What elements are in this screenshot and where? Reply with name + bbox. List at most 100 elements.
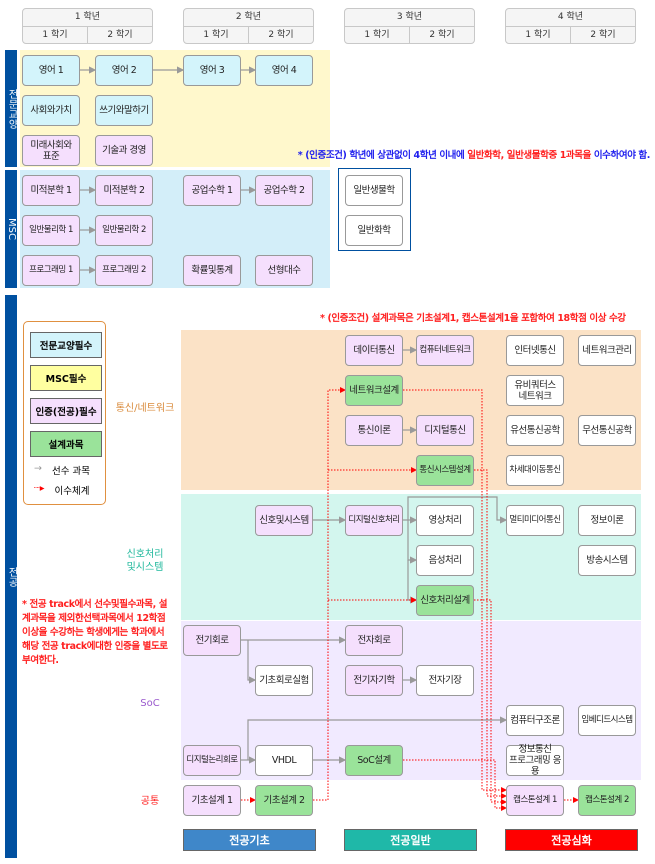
course-chem[interactable]: 일반화학 (345, 215, 403, 246)
course-sigsys[interactable]: 신호및시스템 (255, 505, 313, 536)
semester-label: 1 학기 (345, 27, 410, 44)
year-label: 3 학년 (345, 9, 474, 27)
prereq-arrow (247, 640, 257, 684)
course-wireless[interactable]: 무선통신공학 (578, 415, 636, 446)
track-certification-note: * 전공 track에서 선수및필수과목, 설계과목을 제외한선택과목에서 12… (22, 599, 168, 666)
course-techmgmt[interactable]: 기술과 경영 (95, 135, 153, 166)
course-prob[interactable]: 확률및통계 (183, 255, 241, 286)
science-elective-group (338, 168, 411, 251)
msc-condition-note: * (인증조건) 학년에 상관없이 4학년 이내에 일반화학, 일반생물학중 1… (297, 147, 651, 161)
course-nextgen[interactable]: 차세대이동통신 (506, 455, 564, 486)
course-circuitlab[interactable]: 기초회로실험 (255, 665, 313, 696)
category-basic: 전공기초 (183, 829, 316, 851)
course-calc2[interactable]: 미적분학 2 (95, 175, 153, 206)
course-design1[interactable]: 기초설계 1 (183, 785, 241, 816)
course-internet[interactable]: 인터넷통신 (506, 335, 564, 366)
course-bio[interactable]: 일반생물학 (345, 175, 403, 206)
semester-label: 1 학기 (506, 27, 571, 44)
legend-prereq: → 선수 과목 (34, 463, 90, 477)
legend-msc-required: MSC필수 (30, 365, 102, 391)
category-advanced: 전공심화 (505, 829, 638, 851)
semester-label: 2 학기 (590, 30, 616, 40)
course-eng3[interactable]: 영어 3 (183, 55, 241, 86)
course-commsysdesign[interactable]: 통신시스템설계 (416, 455, 474, 486)
legend-major-required: 인증(전공)필수 (30, 398, 102, 424)
note-text: 이수하여야 함. (590, 150, 651, 161)
course-capstone1[interactable]: 캡스톤설계 1 (506, 785, 564, 816)
track-signal: 신호처리 및시스템 (126, 549, 164, 573)
course-commtheory[interactable]: 통신이론 (345, 415, 403, 446)
semester-label: 1 학기 (23, 27, 88, 44)
comm-band (181, 330, 641, 490)
semester-label: 2 학기 (429, 30, 455, 40)
course-vhdl[interactable]: VHDL (255, 745, 313, 776)
course-capstone2[interactable]: 캡스톤설계 2 (578, 785, 636, 816)
course-ubiq[interactable]: 유비쿼터스 네트워크 (506, 375, 564, 406)
course-phys2[interactable]: 일반물리학 2 (95, 215, 153, 246)
prereq-arrow (407, 520, 418, 564)
course-society[interactable]: 사회와가치 (22, 95, 80, 126)
course-netdesign[interactable]: 네트워크설계 (345, 375, 403, 406)
sequence-arrow (313, 387, 346, 801)
course-eng1[interactable]: 영어 1 (22, 55, 80, 86)
course-embedded[interactable]: 임베디드시스템 (578, 705, 636, 736)
course-phys1[interactable]: 일반물리학 1 (22, 215, 80, 246)
course-em[interactable]: 전기자기학 (345, 665, 403, 696)
section-msc: MSC (5, 170, 17, 288)
course-digcomm[interactable]: 디지털통신 (416, 415, 474, 446)
track-common: 공통 (140, 796, 160, 807)
course-eng2[interactable]: 영어 2 (95, 55, 153, 86)
note-text: * (인증조건) 학년에 상관없이 4학년 이내에 (297, 150, 468, 161)
course-linalg[interactable]: 선형대수 (255, 255, 313, 286)
track-comm: 통신/네트워크 (115, 403, 175, 414)
course-design2[interactable]: 기초설계 2 (255, 785, 313, 816)
course-infotheory[interactable]: 정보이론 (578, 505, 636, 536)
legend: 전문교양필수 MSC필수 인증(전공)필수 설계과목 →선수 과목 ┈▸이수체계 (23, 321, 106, 505)
year-label: 4 학년 (506, 9, 635, 27)
sequence-arrow (403, 759, 507, 811)
prereq-arrow (247, 716, 508, 760)
course-calc1[interactable]: 미적분학 1 (22, 175, 80, 206)
course-wired[interactable]: 유선통신공학 (506, 415, 564, 446)
semester-label: 2 학기 (107, 30, 133, 40)
course-comparch[interactable]: 컴퓨터구조론 (506, 705, 564, 736)
design-condition-note: * (인증조건) 설계과목은 기초설계1, 캡스톤설계1을 포함하여 18학점 … (320, 313, 626, 324)
semester-label: 1 학기 (184, 27, 249, 44)
course-socdesign[interactable]: SoC설계 (345, 745, 403, 776)
course-logic[interactable]: 디지털논리회로 (183, 745, 241, 776)
year-label: 2 학년 (184, 9, 313, 27)
course-emfield[interactable]: 전자기장 (416, 665, 474, 696)
course-image[interactable]: 영상처리 (416, 505, 474, 536)
legend-sequence: ┈▸이수체계 (34, 483, 89, 497)
course-future[interactable]: 미래사회와 표준 (22, 135, 80, 166)
course-engmath1[interactable]: 공업수학 1 (183, 175, 241, 206)
legend-design: 설계과목 (30, 431, 102, 457)
prereq-arrow (407, 496, 508, 524)
course-dsp[interactable]: 디지털신호처리 (345, 505, 403, 536)
sequence-arrow (474, 599, 507, 805)
sequence-arrow (474, 469, 507, 799)
prereq-arrow (407, 560, 418, 604)
course-circuit[interactable]: 전기회로 (183, 625, 241, 656)
course-multimedia[interactable]: 멀티미디어통신 (506, 505, 564, 536)
legend-label: 선수 과목 (51, 466, 90, 477)
course-engmath2[interactable]: 공업수학 2 (255, 175, 313, 206)
course-netmgmt[interactable]: 네트워크관리 (578, 335, 636, 366)
course-electronic[interactable]: 전자회로 (345, 625, 403, 656)
course-prog2[interactable]: 프로그래밍 2 (95, 255, 153, 286)
course-prog1[interactable]: 프로그래밍 1 (22, 255, 80, 286)
course-broadcast[interactable]: 방송시스템 (578, 545, 636, 576)
course-writing[interactable]: 쓰기와말하기 (95, 95, 153, 126)
course-datacom[interactable]: 데이터통신 (345, 335, 403, 366)
course-compnet[interactable]: 컴퓨터네트워크 (416, 335, 474, 366)
red-dotted-arrow-icon: ┈▸ (34, 483, 45, 494)
course-infoprog[interactable]: 정보통신 프로그래밍 응용 (506, 744, 564, 777)
course-speech[interactable]: 음성처리 (416, 545, 474, 576)
grey-arrow-icon: → (34, 463, 42, 474)
course-eng4[interactable]: 영어 4 (255, 55, 313, 86)
course-sigdesign[interactable]: 신호처리설계 (416, 585, 474, 616)
